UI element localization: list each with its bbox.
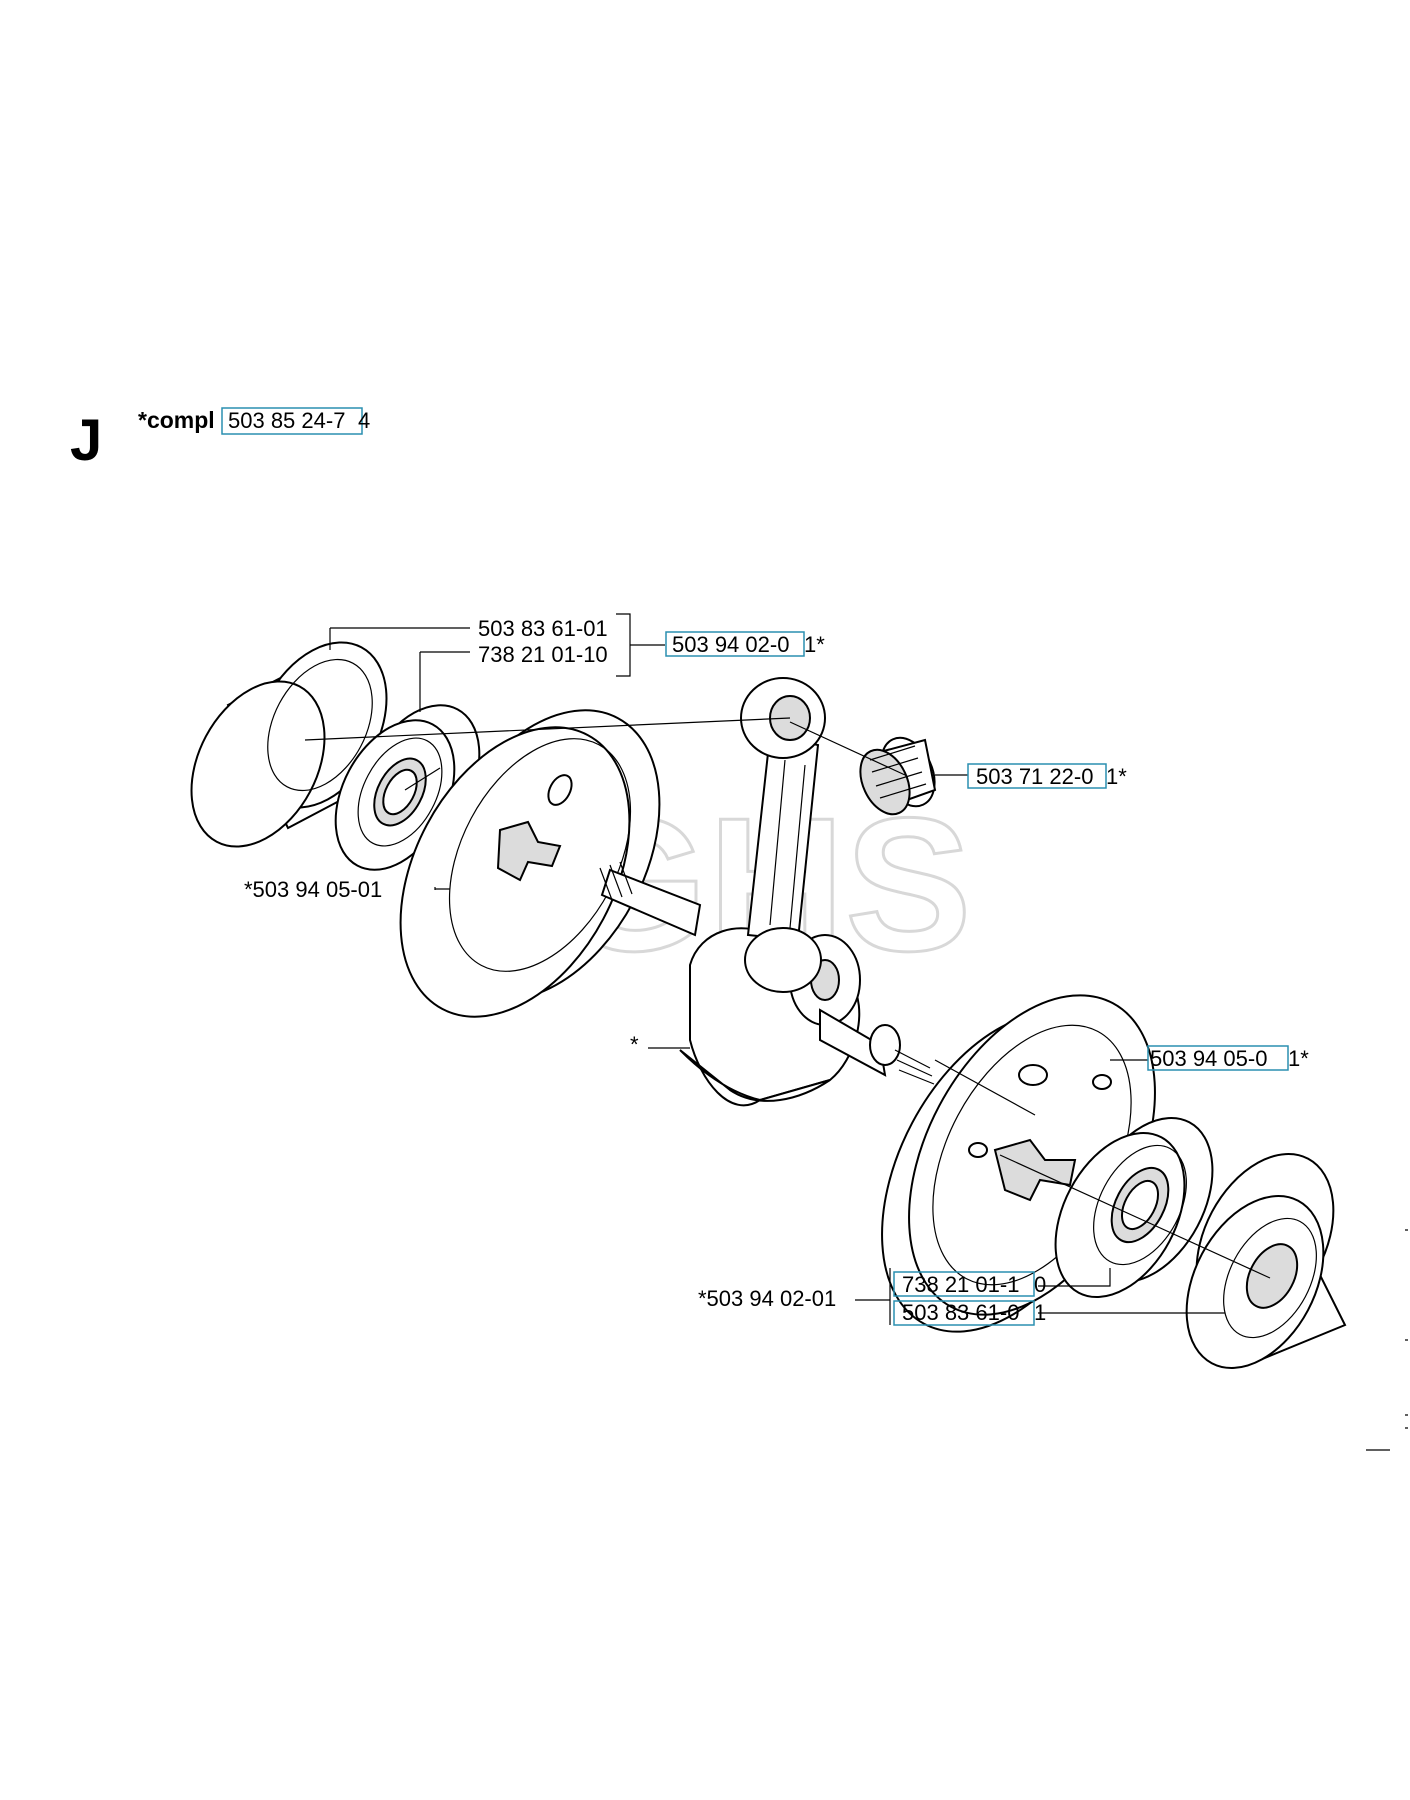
link-crank-half-right-suffix: 1* (1288, 1046, 1309, 1071)
link-bearing-bottom-inner[interactable]: 738 21 01-1 (893, 1271, 1035, 1297)
section-letter: J (70, 408, 102, 473)
link-needle-bearing-suffix: 1* (1106, 764, 1127, 789)
link-needle-bearing-text: 503 71 22-0 (976, 764, 1093, 789)
page-edge-marks (1366, 1229, 1408, 1451)
link-bearing-bottom-outer[interactable]: 503 83 61-0 (893, 1300, 1035, 1326)
link-bearing-bottom-inner-text: 738 21 01-1 (902, 1272, 1019, 1297)
link-bearing-bottom-outer-text: 503 83 61-0 (902, 1300, 1019, 1325)
label-crank-kit-bottom: *503 94 02-01 (698, 1286, 836, 1311)
label-crankshaft: * (630, 1032, 639, 1057)
label-bearing-top-inner: 738 21 01-10 (478, 642, 608, 667)
label-bearing-top-outer: 503 83 61-01 (478, 616, 608, 641)
assembly-part-suffix: 4 (358, 408, 370, 433)
needle-bearing (859, 736, 937, 816)
assembly-title-prefix: *compl (138, 407, 215, 433)
crank-half-left (399, 709, 661, 1018)
link-crank-kit-top-text: 503 94 02-0 (672, 632, 789, 657)
link-crank-half-right-text: 503 94 05-0 (1150, 1046, 1267, 1071)
link-bearing-bottom-outer-suffix: 1 (1034, 1300, 1046, 1325)
assembly-part-link[interactable]: 503 85 24-7 (221, 407, 363, 435)
link-needle-bearing[interactable]: 503 71 22-0 (967, 763, 1107, 789)
leader-lines (304, 613, 1271, 1325)
bearing-inner-right (1054, 1116, 1214, 1299)
link-bearing-bottom-inner-suffix: 0 (1034, 1272, 1046, 1297)
link-crank-kit-top[interactable]: 503 94 02-0 (665, 631, 805, 657)
label-crank-half-left: *503 94 05-01 (244, 877, 382, 902)
bearing-outer-right (1185, 1153, 1347, 1369)
assembly-part-number: 503 85 24-7 (228, 408, 345, 433)
link-crank-half-right[interactable]: 503 94 05-0 (1147, 1045, 1289, 1071)
link-crank-kit-top-suffix: 1* (804, 632, 825, 657)
